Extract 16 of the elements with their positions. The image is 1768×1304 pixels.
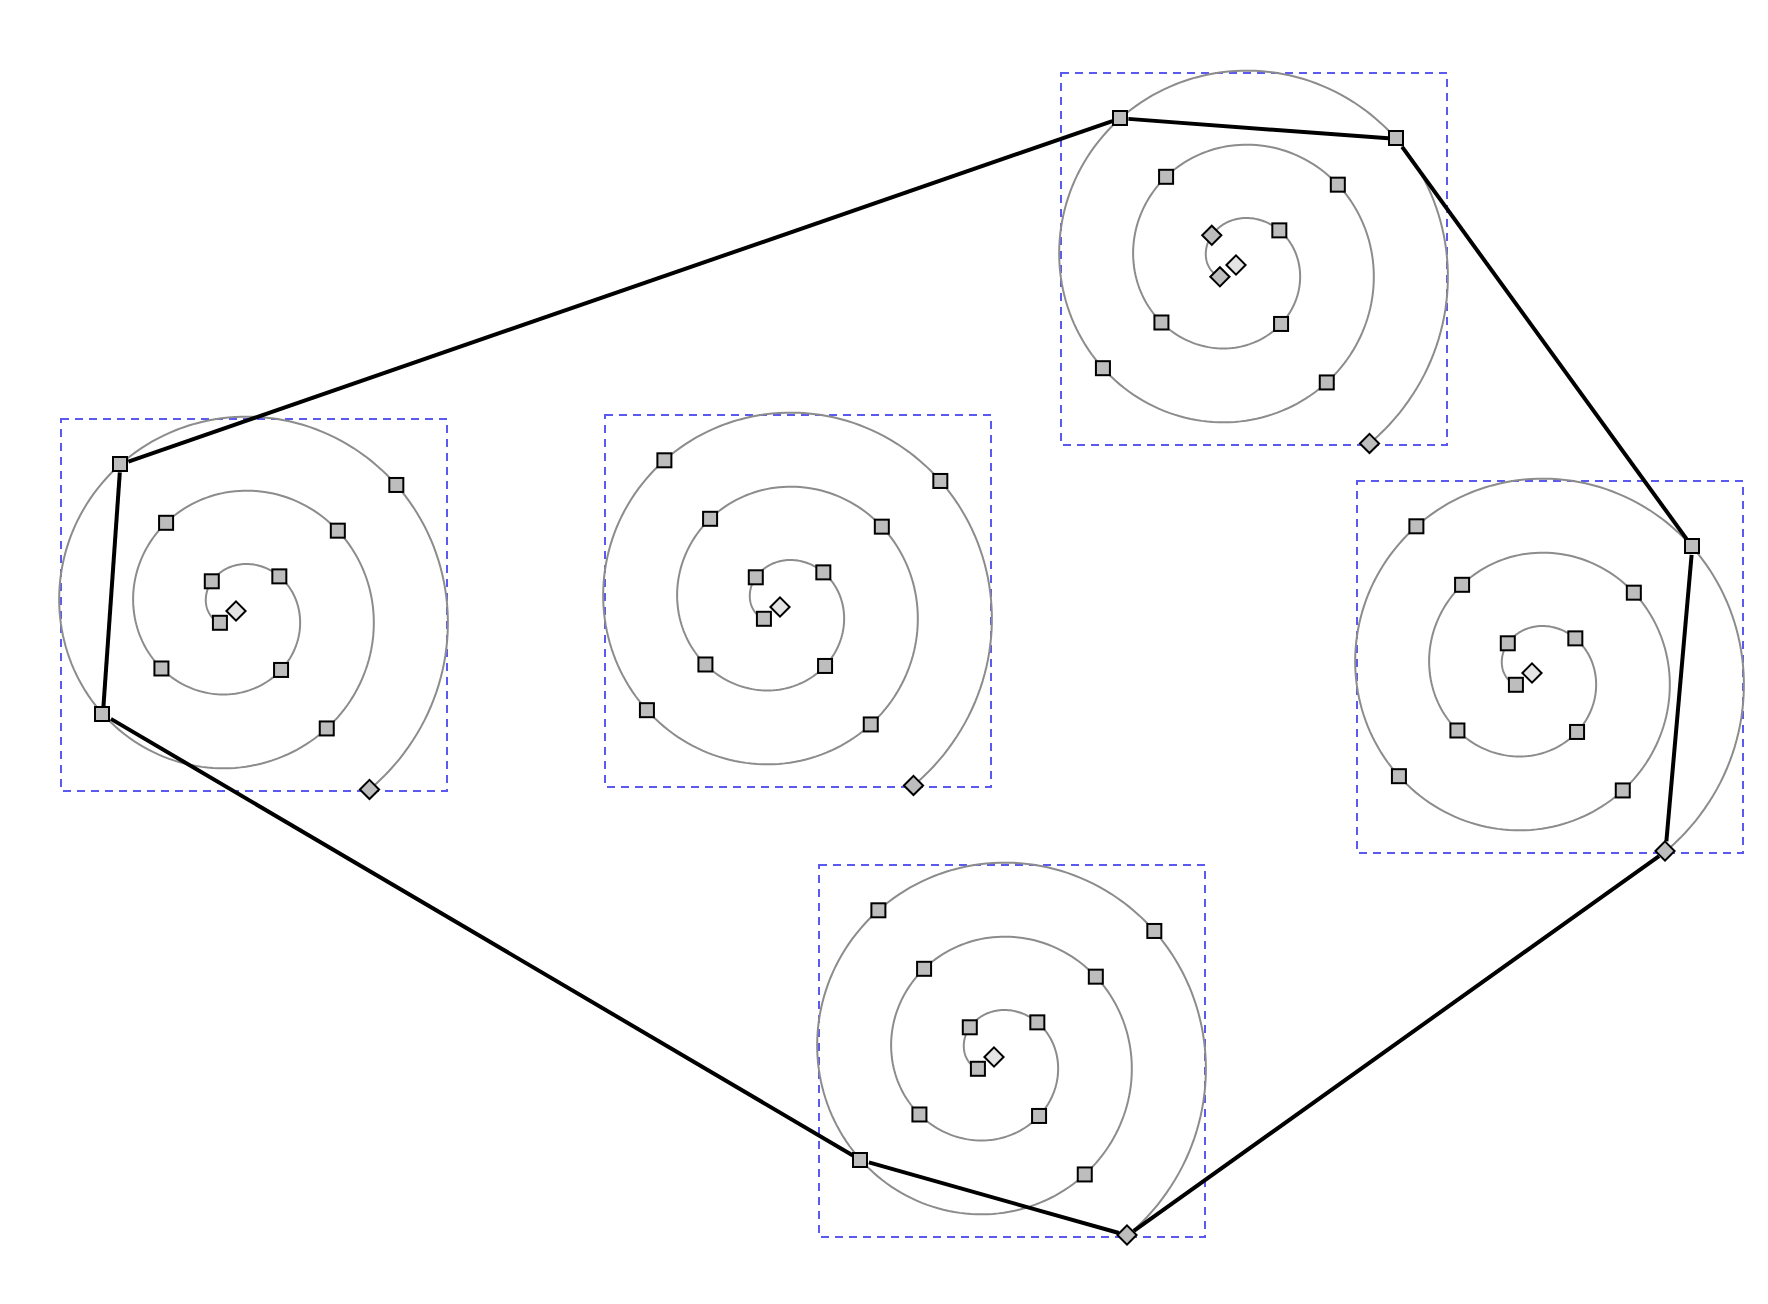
path-segment <box>1128 116 1389 141</box>
path-segment <box>101 472 122 707</box>
square-node-handle <box>852 1152 869 1169</box>
square-node-handle <box>94 706 111 723</box>
path-segment <box>868 1160 1120 1235</box>
diamond-node-handle <box>1116 1224 1139 1247</box>
path-segment <box>109 717 854 1158</box>
path-segment <box>127 119 1114 464</box>
square-node-handle <box>1388 130 1405 147</box>
path-segment <box>1132 854 1661 1233</box>
square-node-handle <box>1112 110 1129 127</box>
path-segment <box>1400 145 1689 541</box>
path-segment <box>1664 554 1694 842</box>
square-node-handle <box>112 456 129 473</box>
diamond-node-handle <box>1654 840 1677 863</box>
square-node-handle <box>1684 538 1701 555</box>
